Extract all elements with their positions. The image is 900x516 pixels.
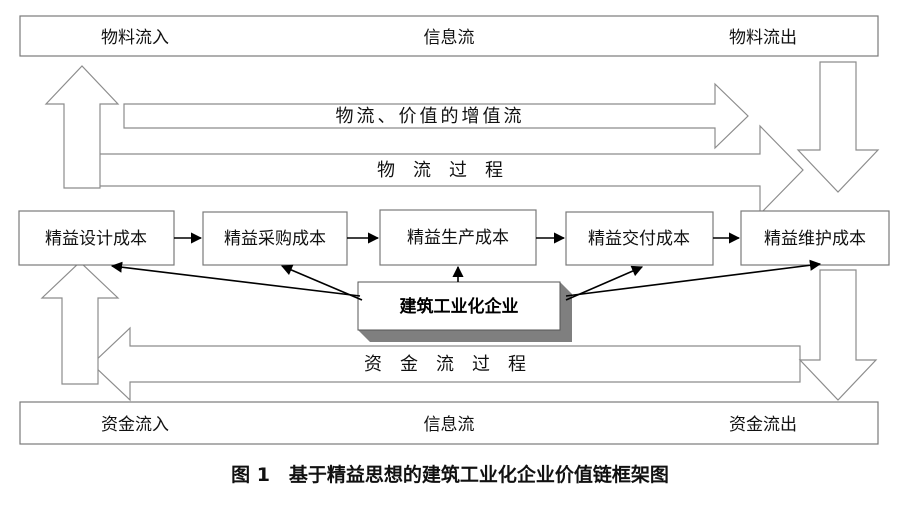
material-inflow-label: 物料流入 bbox=[101, 28, 169, 48]
cost-box-design: 精益设计成本 bbox=[18, 210, 175, 266]
cost-box-design-label: 精益设计成本 bbox=[45, 229, 147, 249]
material-outflow-arrow bbox=[796, 61, 880, 193]
enterprise-to-procurement-arrow bbox=[280, 264, 363, 301]
cost-box-production: 精益生产成本 bbox=[379, 209, 537, 266]
logistics-process-label: 物 流 过 程 bbox=[377, 160, 503, 181]
cost-box-delivery: 精益交付成本 bbox=[565, 211, 714, 266]
capital-inflow-label: 资金流入 bbox=[101, 415, 169, 435]
material-outflow-label: 物料流出 bbox=[729, 28, 797, 48]
top-info-bar: 物料流入 信息流 物料流出 bbox=[19, 15, 879, 57]
capital-outflow-arrow bbox=[798, 269, 878, 401]
value-stream-arrow: 物流、价值的增值流 bbox=[123, 82, 749, 150]
cost-box-delivery-label: 精益交付成本 bbox=[588, 229, 690, 249]
info-flow-label-bottom: 信息流 bbox=[424, 415, 475, 435]
cost-box-procurement: 精益采购成本 bbox=[202, 211, 348, 266]
capital-inflow-arrow bbox=[40, 261, 120, 385]
capital-process-label: 资 金 流 过 程 bbox=[364, 354, 526, 375]
cost-box-maintenance-label: 精益维护成本 bbox=[764, 229, 866, 249]
enterprise-box: 建筑工业化企业 bbox=[357, 281, 572, 342]
bottom-info-bar: 资金流入 信息流 资金流出 bbox=[19, 401, 879, 445]
capital-outflow-label: 资金流出 bbox=[729, 415, 797, 435]
cost-box-procurement-label: 精益采购成本 bbox=[224, 229, 326, 249]
enterprise-label: 建筑工业化企业 bbox=[400, 296, 519, 317]
logistics-process-arrow: 物 流 过 程 bbox=[89, 124, 804, 216]
enterprise-to-maintenance-arrow bbox=[565, 259, 822, 297]
info-flow-label-top: 信息流 bbox=[424, 28, 475, 48]
value-stream-label: 物流、价值的增值流 bbox=[336, 106, 525, 127]
cost-box-production-label: 精益生产成本 bbox=[407, 228, 509, 248]
material-inflow-arrow bbox=[44, 65, 120, 189]
figure-caption: 图 1 基于精益思想的建筑工业化企业价值链框架图 bbox=[231, 463, 669, 486]
capital-process-arrow: 资 金 流 过 程 bbox=[91, 326, 801, 402]
cost-box-maintenance: 精益维护成本 bbox=[740, 210, 890, 266]
enterprise-to-design-arrow bbox=[110, 261, 361, 297]
